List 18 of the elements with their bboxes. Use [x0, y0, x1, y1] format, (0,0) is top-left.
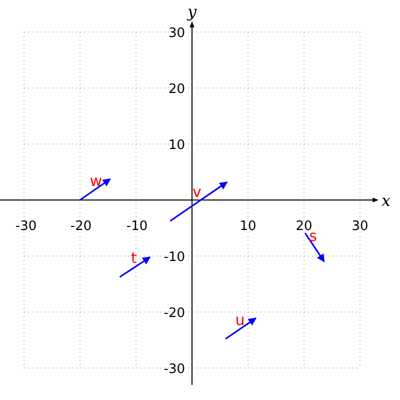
vector-label: v: [192, 183, 202, 201]
vector-label: t: [131, 249, 137, 267]
tick-label: -30: [164, 362, 185, 377]
tick-label: -10: [164, 250, 185, 265]
axis-label: x: [381, 191, 391, 210]
axis-label: y: [187, 2, 197, 21]
tick-label: -20: [70, 219, 92, 234]
vector-label: w: [90, 172, 102, 190]
tick-label: 20: [296, 219, 312, 234]
tick-label: 20: [168, 82, 185, 97]
tick-label: -20: [164, 306, 185, 321]
tick-label: 10: [168, 138, 185, 153]
tick-label: 30: [352, 219, 368, 234]
tick-label: -10: [126, 219, 148, 234]
vector-label: u: [235, 311, 245, 329]
tick-label: 30: [168, 26, 185, 41]
tick-label: 10: [240, 219, 256, 234]
tick-label: -30: [15, 219, 37, 234]
